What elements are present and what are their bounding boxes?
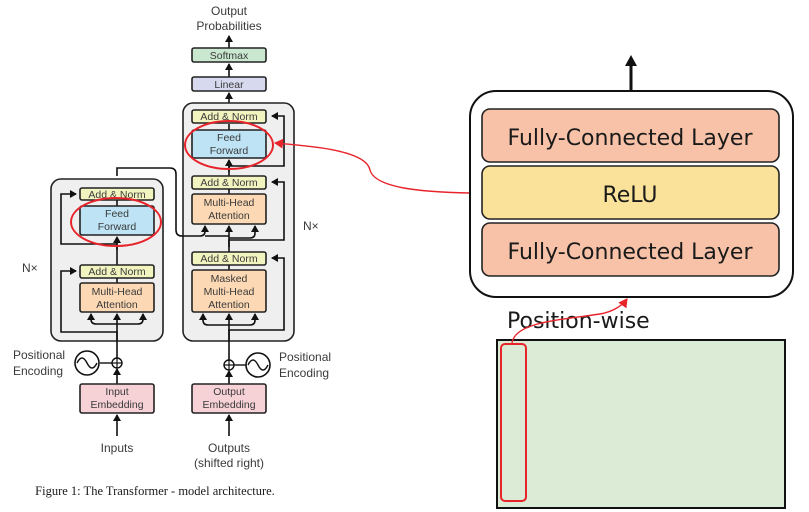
outputs-label-line2: (shifted right) <box>194 456 264 470</box>
svg-text:Add & Norm: Add & Norm <box>200 253 257 265</box>
outputs-label-line1: Outputs <box>208 441 250 455</box>
input-embedding-block: Input Embedding <box>79 383 155 414</box>
decoder-add-norm-top: Add & Norm <box>191 109 267 124</box>
highlight-connector-arrow <box>274 138 471 194</box>
decoder-positional-label-line2: Encoding <box>279 366 329 380</box>
decoder-ff-highlight <box>184 120 274 170</box>
encoder-ff-highlight <box>70 197 162 247</box>
svg-text:Multi-Head: Multi-Head <box>204 197 255 209</box>
output-probabilities-label-line1: Output <box>211 4 248 18</box>
position-to-ffn-arrow <box>511 298 628 344</box>
svg-text:Linear: Linear <box>214 79 244 91</box>
fc-layer-bottom: Fully-Connected Layer <box>481 222 780 277</box>
encoder-nx-label: N× <box>22 261 38 275</box>
encoder-positional-label-line2: Encoding <box>13 364 63 378</box>
encoder-sine-wave-icon <box>74 350 100 376</box>
sequence-matrix <box>496 339 786 509</box>
linear-block: Linear <box>191 76 267 92</box>
svg-text:Attention: Attention <box>96 299 138 311</box>
softmax-block: Softmax <box>191 47 267 63</box>
svg-text:Forward: Forward <box>210 145 249 157</box>
svg-text:Add & Norm: Add & Norm <box>88 266 145 278</box>
decoder-attn-branch-right <box>229 225 259 239</box>
fc-layer-top: Fully-Connected Layer <box>481 108 780 163</box>
decoder-masked-branch-right <box>229 313 259 326</box>
position-wise-label: Position-wise <box>507 309 650 334</box>
decoder-masked-attention-block: Masked Multi-Head Attention <box>191 269 267 313</box>
decoder-nx-label: N× <box>303 219 319 233</box>
encoder-positional-label-line1: Positional <box>13 348 65 362</box>
svg-text:Output: Output <box>213 386 245 398</box>
decoder-feed-forward-block: Feed Forward <box>191 129 267 159</box>
svg-text:Add & Norm: Add & Norm <box>200 177 257 189</box>
output-embedding-block: Output Embedding <box>191 383 267 414</box>
decoder-positional-label-line1: Positional <box>279 350 331 364</box>
svg-text:Masked: Masked <box>211 273 248 285</box>
svg-text:Fully-Connected Layer: Fully-Connected Layer <box>508 240 754 265</box>
encoder-attn-branch-right <box>117 313 147 325</box>
svg-text:Embedding: Embedding <box>202 399 255 411</box>
decoder-sine-wave-icon <box>245 352 271 378</box>
encoder-feed-forward-block: Feed Forward <box>79 205 155 236</box>
svg-text:Feed: Feed <box>217 132 241 144</box>
svg-text:ReLU: ReLU <box>602 183 657 208</box>
svg-text:Attention: Attention <box>208 210 250 222</box>
encoder-add-norm-top: Add & Norm <box>79 187 155 201</box>
output-probabilities-label-line2: Probabilities <box>196 19 261 33</box>
decoder-add-norm-bottom: Add & Norm <box>191 251 267 266</box>
relu-layer: ReLU <box>481 165 780 220</box>
svg-text:Input: Input <box>105 386 128 398</box>
svg-text:Fully-Connected Layer: Fully-Connected Layer <box>508 126 754 151</box>
svg-text:Softmax: Softmax <box>210 50 249 62</box>
figure-caption: Figure 1: The Transformer - model archit… <box>35 484 275 498</box>
ffn-output-arrow-head <box>625 55 637 66</box>
encoder-attention-block: Multi-Head Attention <box>79 282 155 313</box>
encoder-attn-branch-left <box>87 313 117 325</box>
inputs-label: Inputs <box>101 441 134 455</box>
svg-text:Multi-Head: Multi-Head <box>204 286 255 298</box>
svg-text:Add & Norm: Add & Norm <box>200 111 257 123</box>
decoder-masked-branch-left <box>199 313 229 326</box>
position-column-highlight <box>500 343 527 502</box>
svg-text:Multi-Head: Multi-Head <box>92 286 143 298</box>
svg-text:Embedding: Embedding <box>90 399 143 411</box>
encoder-add-norm-bottom: Add & Norm <box>79 264 155 279</box>
svg-text:Forward: Forward <box>98 221 137 233</box>
decoder-attention-block: Multi-Head Attention <box>191 193 267 225</box>
encoder-to-decoder-arrow <box>116 167 209 237</box>
svg-text:Attention: Attention <box>208 299 250 311</box>
decoder-add-norm-mid: Add & Norm <box>191 175 267 190</box>
svg-text:Feed: Feed <box>105 208 129 220</box>
